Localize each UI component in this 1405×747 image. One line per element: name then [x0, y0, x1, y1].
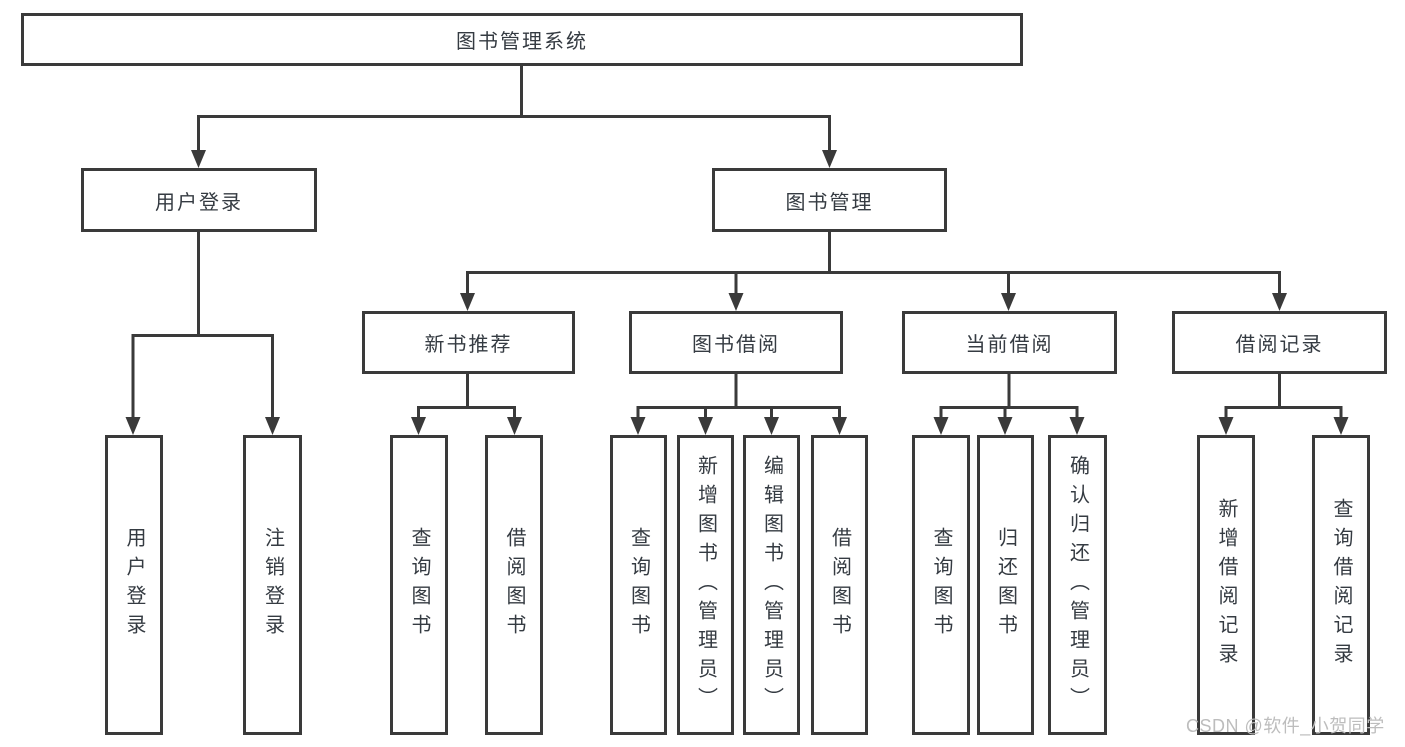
leaf-logout: 注销登录	[243, 435, 302, 735]
arrowhead	[832, 417, 847, 435]
node-book-borrow-label: 图书借阅	[692, 334, 780, 356]
connector-current-borrow-split	[933, 374, 1085, 435]
leaf-query-books-recommend: 查询图书	[390, 435, 448, 735]
connector-book-borrow-split	[630, 374, 847, 435]
leaf-edit-book-admin-label: 编辑图书（管理员）	[760, 454, 783, 716]
arrowhead	[265, 417, 280, 435]
leaf-add-book-admin: 新增图书（管理员）	[677, 435, 734, 735]
leaf-logout-label: 注销登录	[261, 527, 284, 643]
leaf-query-books-borrow: 查询图书	[610, 435, 667, 735]
node-book-borrow: 图书借阅	[629, 311, 843, 374]
node-root: 图书管理系统	[21, 13, 1023, 66]
node-borrow-records: 借阅记录	[1172, 311, 1387, 374]
leaf-borrow-books-recommend: 借阅图书	[485, 435, 543, 735]
arrowhead	[125, 417, 141, 435]
leaf-borrow-books-label: 借阅图书	[828, 527, 851, 643]
node-current-borrow: 当前借阅	[902, 311, 1117, 374]
arrowhead	[411, 417, 426, 435]
leaf-add-borrow-record-label: 新增借阅记录	[1215, 498, 1237, 672]
node-book-management: 图书管理	[712, 168, 947, 232]
node-current-borrow-label: 当前借阅	[965, 334, 1054, 356]
leaf-query-books-current-label: 查询图书	[930, 527, 952, 643]
node-new-book-recommend: 新书推荐	[362, 311, 575, 374]
node-borrow-records-label: 借阅记录	[1235, 334, 1324, 356]
leaf-return-book-label: 归还图书	[994, 527, 1017, 643]
leaf-borrow-books-recommend-label: 借阅图书	[503, 527, 525, 643]
leaf-add-book-admin-label: 新增图书（管理员）	[694, 454, 717, 716]
arrowhead	[1069, 417, 1085, 435]
leaf-edit-book-admin: 编辑图书（管理员）	[743, 435, 800, 735]
arrowhead	[933, 417, 949, 435]
arrowhead	[507, 417, 522, 435]
leaf-user-login-label: 用户登录	[123, 527, 145, 643]
leaf-query-books-recommend-label: 查询图书	[408, 527, 430, 643]
connector-user-login-split	[125, 232, 280, 435]
arrowhead	[698, 417, 713, 435]
node-user-login-branch: 用户登录	[81, 168, 317, 232]
arrowhead	[822, 150, 837, 168]
leaf-query-borrow-record-label: 查询借阅记录	[1330, 498, 1352, 672]
connector-new-book-split	[411, 374, 522, 435]
arrowhead	[460, 293, 475, 311]
arrowhead	[1272, 293, 1287, 311]
leaf-user-login: 用户登录	[105, 435, 163, 735]
csdn-watermark: CSDN @软件_小贺同学	[1186, 716, 1385, 736]
arrowhead	[630, 417, 646, 435]
arrowhead	[1218, 417, 1234, 435]
connector-borrow-records-split	[1218, 374, 1349, 435]
connector-book-management-split	[460, 232, 1287, 311]
arrowhead	[1001, 293, 1016, 311]
leaf-query-books-borrow-label: 查询图书	[627, 527, 650, 643]
arrowhead	[1333, 417, 1349, 435]
leaf-query-borrow-record: 查询借阅记录	[1312, 435, 1370, 735]
leaf-borrow-books: 借阅图书	[811, 435, 868, 735]
arrowhead	[764, 417, 779, 435]
node-book-management-label: 图书管理	[785, 191, 874, 214]
node-new-book-recommend-label: 新书推荐	[424, 334, 513, 356]
connector-root-split	[191, 66, 837, 168]
leaf-confirm-return-admin: 确认归还（管理员）	[1048, 435, 1107, 735]
leaf-return-book: 归还图书	[977, 435, 1034, 735]
leaf-query-books-current: 查询图书	[912, 435, 970, 735]
arrowhead	[728, 293, 744, 311]
arrowhead	[191, 150, 206, 168]
node-user-login-branch-label: 用户登录	[155, 191, 243, 214]
arrowhead	[997, 417, 1013, 435]
leaf-confirm-return-admin-label: 确认归还（管理员）	[1066, 454, 1089, 716]
node-root-label: 图书管理系统	[456, 31, 588, 53]
leaf-add-borrow-record: 新增借阅记录	[1197, 435, 1255, 735]
